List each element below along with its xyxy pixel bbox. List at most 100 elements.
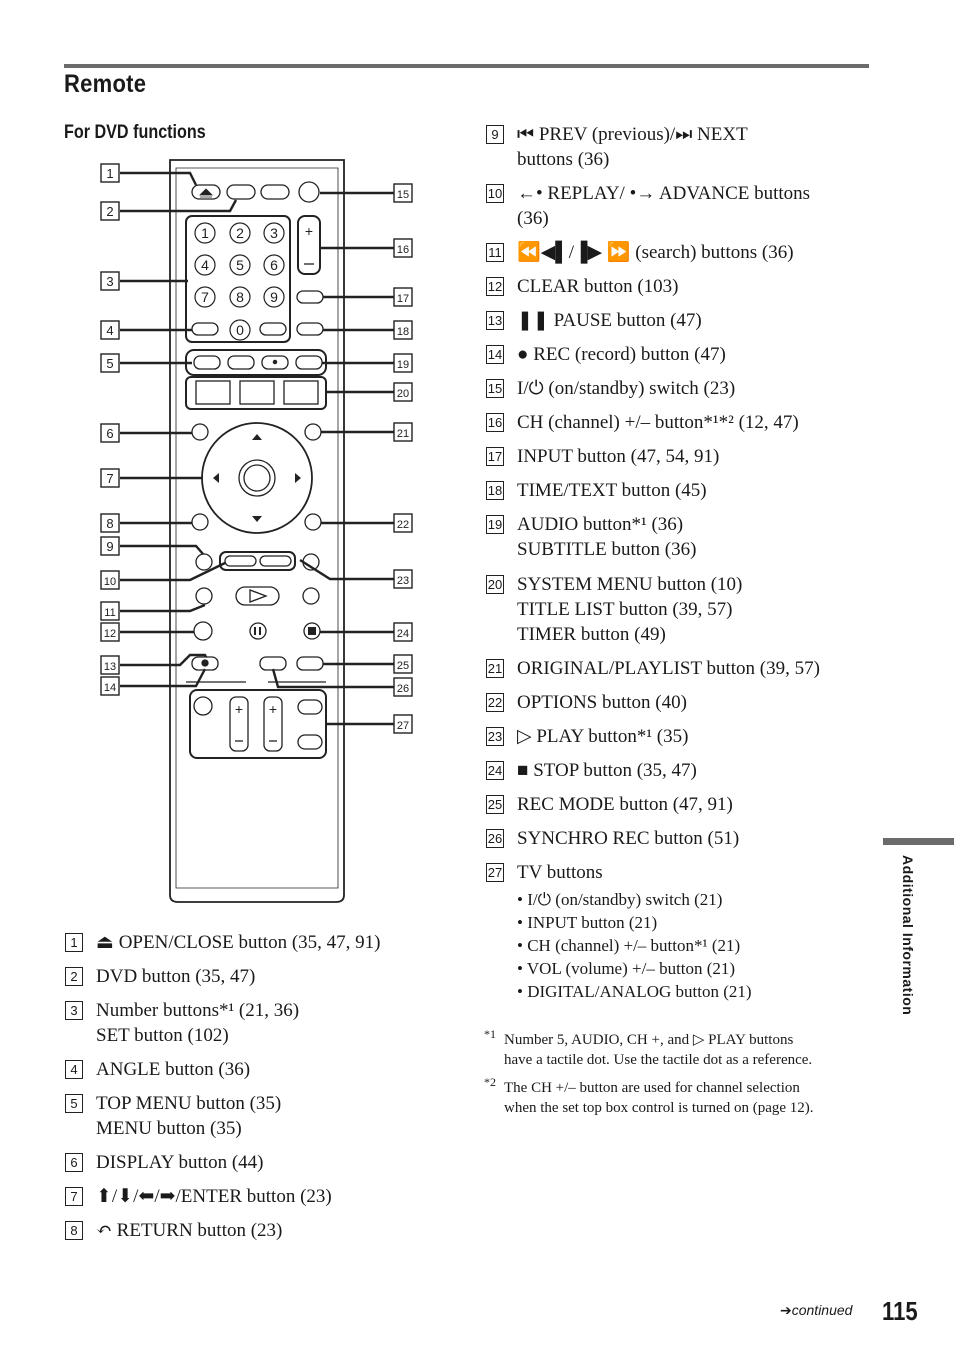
page-number: 115 xyxy=(882,1296,918,1326)
item-text-line3: TIMER button (49) xyxy=(517,624,666,645)
callout-number: 13 xyxy=(104,661,116,673)
item-text-line2: buttons (36) xyxy=(517,149,610,170)
item-text: TIME/TEXT button (45) xyxy=(517,480,707,501)
footnote-2-line2: when the set top box control is turned o… xyxy=(504,1100,814,1116)
item-text: TOP MENU button (35) xyxy=(96,1093,282,1114)
item-text: OPTIONS button (40) xyxy=(517,692,687,713)
callout-box xyxy=(100,622,120,642)
item-number-box: 1 xyxy=(65,933,83,952)
remote-illustration: + xyxy=(100,159,413,903)
callout-box xyxy=(393,569,413,589)
header-rule xyxy=(64,64,869,68)
footnote-1-line1: Number 5, AUDIO, CH +, and ▷ PLAY button… xyxy=(504,1032,794,1048)
tv-button-subitem: • VOL (volume) +/– button (21) xyxy=(517,959,736,978)
callout-box xyxy=(393,677,413,697)
callout-number: 2 xyxy=(106,204,113,219)
keypad-button-outline xyxy=(263,286,285,308)
callout-number: 24 xyxy=(397,628,409,640)
callout-number: 11 xyxy=(104,607,115,619)
callout-number: 20 xyxy=(397,388,409,400)
callout-box xyxy=(100,271,120,291)
item-text: I/⏻ (on/standby) switch (23) xyxy=(517,378,736,399)
svg-text:+: + xyxy=(269,701,277,717)
item-text: DISPLAY button (44) xyxy=(96,1152,264,1173)
item-number-box: 8 xyxy=(65,1221,83,1240)
item-number-box: 27 xyxy=(486,863,504,882)
callout-box xyxy=(100,163,120,183)
item-number-box: 11 xyxy=(486,243,504,262)
footnote-1-mark: *1 xyxy=(484,1027,496,1041)
callout-number: 22 xyxy=(397,519,409,531)
callout-number: 9 xyxy=(106,539,113,554)
callout-number: 1 xyxy=(106,166,113,181)
item-text: ←• REPLAY/ •→ ADVANCE buttons xyxy=(517,183,811,204)
keypad-button-outline xyxy=(229,286,251,308)
callout-box xyxy=(393,622,413,642)
dvd-button xyxy=(226,184,256,200)
item-text: ⏏ OPEN/CLOSE button (35, 47, 91) xyxy=(96,932,381,953)
callout-box xyxy=(100,570,120,590)
power-switch xyxy=(298,181,320,203)
item-text: CLEAR button (103) xyxy=(517,276,679,297)
callout-box xyxy=(393,382,413,402)
callout-box xyxy=(100,655,120,675)
item-number-box: 9 xyxy=(486,125,504,144)
svg-text:+: + xyxy=(305,223,313,239)
keypad-button-outline xyxy=(194,286,216,308)
item-text: SYSTEM MENU button (10) xyxy=(517,574,743,595)
item-text: ⏮ PREV (previous)/⏭ NEXT xyxy=(517,124,748,145)
keypad-button-outline xyxy=(194,222,216,244)
keypad-button-outline xyxy=(263,254,285,276)
footnote-1-line2: have a tactile dot. Use the tactile dot … xyxy=(504,1052,813,1068)
callout-number: 10 xyxy=(104,576,116,588)
item-text: ▷ PLAY button*¹ (35) xyxy=(517,726,689,747)
callout-box xyxy=(100,320,120,340)
tv-button-subitem: • DIGITAL/ANALOG button (21) xyxy=(517,982,752,1001)
keypad-digit: 3 xyxy=(270,225,278,241)
callout-box xyxy=(100,536,120,556)
callout-number: 7 xyxy=(106,471,113,486)
item-number-box: 12 xyxy=(486,277,504,296)
keypad-digit: 7 xyxy=(201,289,209,305)
keypad-button-outline xyxy=(263,222,285,244)
item-text: REC MODE button (47, 91) xyxy=(517,794,733,815)
item-number-box: 21 xyxy=(486,659,504,678)
item-text: DVD button (35, 47) xyxy=(96,966,256,987)
item-text-line2: MENU button (35) xyxy=(96,1118,242,1139)
page-title: Remote xyxy=(64,70,147,98)
footnote-2-mark: *2 xyxy=(484,1075,496,1089)
keypad-digit: 1 xyxy=(201,225,209,241)
open-close-button xyxy=(191,184,221,200)
callout-number: 27 xyxy=(397,720,409,732)
callout-box xyxy=(100,423,120,443)
item-number-box: 19 xyxy=(486,515,504,534)
item-text: ❚❚ PAUSE button (47) xyxy=(517,310,702,331)
keypad-digit: 5 xyxy=(236,257,244,273)
keypad-button-outline xyxy=(194,254,216,276)
footnote-2-line1: The CH +/– button are used for channel s… xyxy=(504,1080,800,1096)
callout-box xyxy=(100,676,120,696)
item-number-box: 18 xyxy=(486,481,504,500)
callout-number: 4 xyxy=(106,323,113,338)
item-number-box: 10 xyxy=(486,184,504,203)
callout-number: 26 xyxy=(397,683,409,695)
item-number-box: 2 xyxy=(65,967,83,986)
callout-number: 14 xyxy=(104,682,116,694)
keypad-button-outline xyxy=(229,222,251,244)
callout-box xyxy=(393,422,413,442)
callout-number: 8 xyxy=(106,516,113,531)
enter-button xyxy=(238,459,276,497)
svg-text:+: + xyxy=(235,701,243,717)
item-number-box: 3 xyxy=(65,1001,83,1020)
item-text-line2: TITLE LIST button (39, 57) xyxy=(517,599,733,620)
item-number-box: 15 xyxy=(486,379,504,398)
item-number-box: 17 xyxy=(486,447,504,466)
callout-number: 15 xyxy=(397,189,409,201)
callout-number: 6 xyxy=(106,426,113,441)
callout-box xyxy=(393,714,413,734)
keypad-digit: 2 xyxy=(236,225,244,241)
callout-number: 23 xyxy=(397,575,409,587)
callout-number: 3 xyxy=(106,274,113,289)
item-text: AUDIO button*¹ (36) xyxy=(517,514,684,535)
item-text: ANGLE button (36) xyxy=(96,1059,251,1080)
